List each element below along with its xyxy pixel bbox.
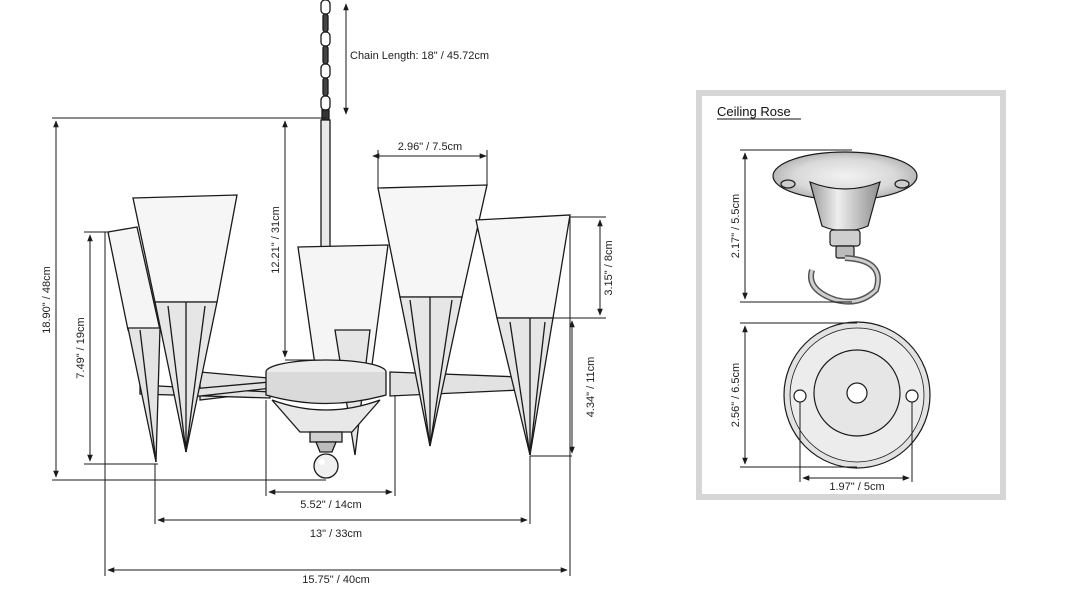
shade-left [132, 194, 238, 453]
chain-length-label: Chain Length: 18" / 45.72cm [350, 50, 489, 62]
arm-height-label: 7.49" / 19cm [75, 317, 87, 378]
body-width-label: 5.52" / 14cm [300, 499, 361, 511]
ceiling-rose-panel: Ceiling Rose [696, 90, 1006, 500]
rose-height-label: 2.17" / 5.5cm [730, 194, 742, 258]
ceiling-rose-title: Ceiling Rose [717, 104, 791, 119]
chandelier-dimensions [52, 3, 606, 576]
shade-height-label: 3.15" / 8cm [603, 240, 615, 295]
total-height-label: 18.90" / 48cm [41, 266, 53, 334]
hole-spacing-label: 1.97" / 5cm [829, 481, 884, 493]
rose-diameter-label: 2.56" / 6.5cm [730, 363, 742, 427]
drop-height-label: 12.21" / 31cm [270, 206, 282, 274]
rose-side-view [772, 151, 918, 305]
chandelier-illustration [107, 0, 571, 479]
rose-front-view [783, 321, 931, 469]
shade-center-right [377, 184, 488, 447]
chain [320, 0, 331, 111]
total-width-label: 15.75" / 40cm [302, 574, 370, 586]
cone-height-label: 4.34" / 11cm [585, 357, 597, 418]
mid-width-label: 13" / 33cm [310, 528, 362, 540]
shade-far-left [107, 226, 161, 463]
shade-right [475, 214, 571, 456]
rose-dimensions [740, 149, 913, 482]
center-body [265, 359, 387, 479]
shade-width-label: 2.96" / 7.5cm [398, 141, 462, 153]
